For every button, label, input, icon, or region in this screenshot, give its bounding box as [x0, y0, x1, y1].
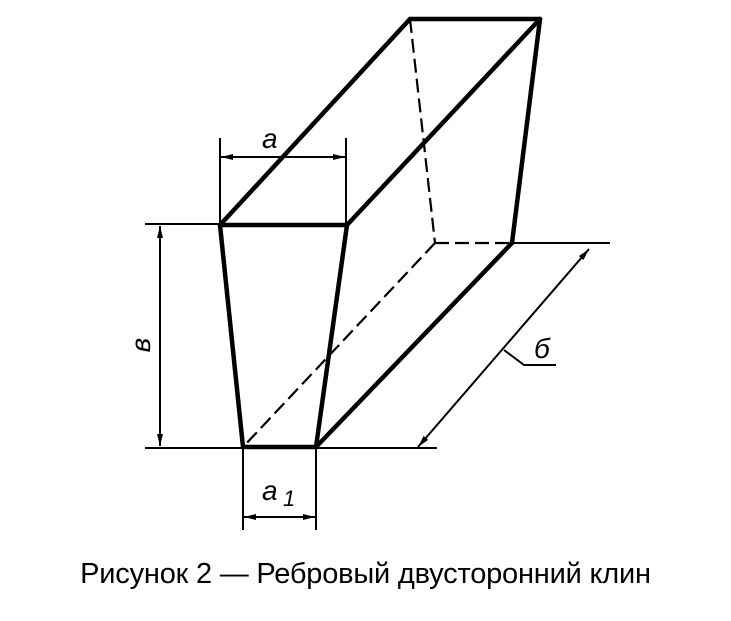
hidden-edges — [242, 18, 512, 448]
label-length: б — [534, 333, 551, 364]
label-top-width: a — [262, 123, 278, 154]
leader-length — [503, 349, 556, 366]
label-bottom-width: a — [262, 475, 278, 506]
dimension-lines — [157, 154, 590, 520]
visible-edges — [217, 16, 543, 450]
figure-caption: Рисунок 2 — Ребровый двусторонний клин — [80, 558, 651, 590]
wedge-diagram: a в a 1 б — [125, 16, 610, 530]
dim-length — [417, 248, 590, 448]
label-bottom-width-subscript: 1 — [283, 486, 295, 511]
label-height: в — [125, 338, 156, 353]
extension-lines — [145, 138, 610, 530]
